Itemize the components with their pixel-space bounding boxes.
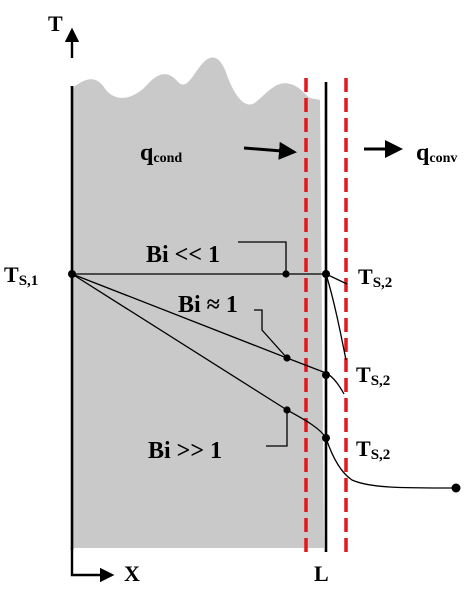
leader-bi-much-less-than-1 [238, 241, 287, 274]
label-ts2-case-2: TS,2 [356, 362, 390, 389]
label-bi-approx-1: Bi ≈ 1 [178, 292, 238, 318]
label-bi-much-less-than-1: Bi << 1 [146, 242, 220, 268]
x-axis-arrow [70, 548, 115, 583]
surface-point-case-3 [322, 434, 330, 442]
surface-point-case-1 [322, 270, 330, 278]
label-ts1: TS,1 [4, 262, 38, 289]
q-cond-arrow [243, 141, 297, 160]
x-axis-label: X [124, 561, 140, 586]
t-axis-label: T [48, 11, 63, 36]
q-cond-label: qcond [140, 140, 182, 166]
free-stream-point [451, 483, 461, 493]
label-ts2-case-3: TS,2 [356, 436, 390, 463]
wall-region [72, 57, 324, 549]
surface-point-left [68, 270, 76, 278]
q-conv-label: qconv [416, 140, 457, 166]
label-ts2-case-1: TS,2 [358, 264, 392, 291]
surface-point-case-2 [322, 371, 330, 379]
profile-bi-much-greater-than-1 [71, 273, 457, 489]
leader-bi-much-greater-than-1 [266, 410, 288, 447]
label-bi-much-greater-than-1: Bi >> 1 [148, 438, 222, 464]
leader-bi-approx-1 [254, 309, 288, 359]
wall-thickness-label: L [314, 561, 329, 586]
profile-right-segment [325, 273, 347, 361]
